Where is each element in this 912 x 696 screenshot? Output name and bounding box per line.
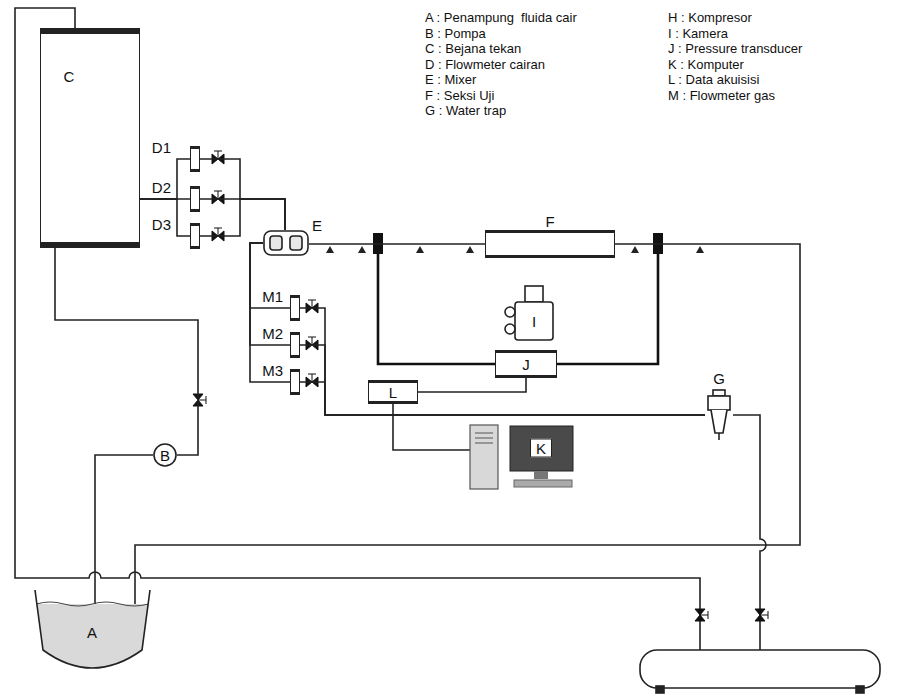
water-trap-outline (705, 390, 733, 440)
pipe-connector (200, 199, 285, 230)
part-letter: L (389, 384, 397, 401)
key-entry: F : Seksi Uji (425, 88, 494, 103)
part-letter: E (312, 217, 322, 234)
pipe-connector (250, 243, 290, 382)
pipe-connector (393, 404, 470, 450)
part-letter: D1 (152, 139, 171, 156)
data-acquisition: L (368, 380, 418, 404)
pressure-vessel: C (40, 28, 140, 248)
key-entry: K : Komputer (668, 57, 744, 72)
water-trap: G (705, 390, 733, 440)
camera-outline (505, 282, 555, 342)
liquid-flowmeter: D3 (190, 223, 200, 249)
key-entry: C : Bejana tekan (425, 41, 521, 56)
key-entry: B : Pompa (425, 26, 486, 41)
gas-flowmeter: M3 (290, 369, 300, 395)
compressor (640, 650, 880, 693)
key-entry: J : Pressure transducer (668, 41, 802, 56)
gas-flowmeter: M1 (290, 295, 300, 321)
pipe-connector (135, 244, 800, 590)
key-entry: M : Flowmeter gas (668, 88, 775, 103)
computer-outline (470, 425, 575, 490)
key-entry: D : Flowmeter cairan (425, 57, 545, 72)
key-entry: E : Mixer (425, 72, 476, 87)
pipe-connector (250, 243, 290, 345)
part-letter: D2 (152, 179, 171, 196)
pipe-connector (418, 378, 526, 392)
part-letter: M1 (262, 288, 283, 305)
liquid-flowmeter: D2 (190, 186, 200, 212)
key-entry: I : Kamera (668, 26, 728, 41)
test-section: F (485, 230, 615, 258)
pipe-connector (95, 455, 153, 590)
pipe-connector (300, 308, 705, 415)
liquid-flowmeter: D1 (190, 146, 200, 172)
key-entry: L : Data akuisisi (668, 72, 759, 87)
pump: B (153, 443, 177, 467)
key-entry: G : Water trap (425, 103, 506, 118)
mixer: E (263, 230, 309, 256)
part-letter: M2 (262, 325, 283, 342)
part-letter: G (713, 370, 725, 387)
part-letter: A (87, 624, 97, 641)
part-letter: I (532, 313, 536, 330)
key-entry: H : Kompresor (668, 10, 752, 25)
part-letter: J (522, 356, 530, 373)
tap-lead (557, 254, 658, 364)
pipe-connector (140, 159, 190, 199)
part-letter: D3 (152, 216, 171, 233)
mixer-outline (263, 230, 309, 256)
liquid-tank: A (35, 590, 150, 670)
pipe-connector (140, 199, 190, 236)
air-line (15, 8, 700, 650)
gas-flowmeter: M2 (290, 332, 300, 358)
pipe-connector (55, 248, 198, 455)
part-letter: K (530, 439, 552, 458)
valves (193, 151, 768, 621)
pipe-connector (200, 159, 285, 230)
pipe-connector (300, 382, 705, 415)
computer: K (470, 425, 575, 490)
part-letter: M3 (262, 362, 283, 379)
pipe-connector (309, 243, 485, 245)
part-letter: B (160, 447, 170, 464)
key-entry: A : Penampung fluida cair (425, 10, 577, 25)
part-letter: C (64, 68, 75, 85)
camera: I (505, 282, 555, 342)
tap-lead (378, 254, 495, 364)
pressure-transducer: J (495, 350, 557, 378)
part-letter: F (545, 213, 554, 230)
pipe-connector (300, 345, 705, 415)
